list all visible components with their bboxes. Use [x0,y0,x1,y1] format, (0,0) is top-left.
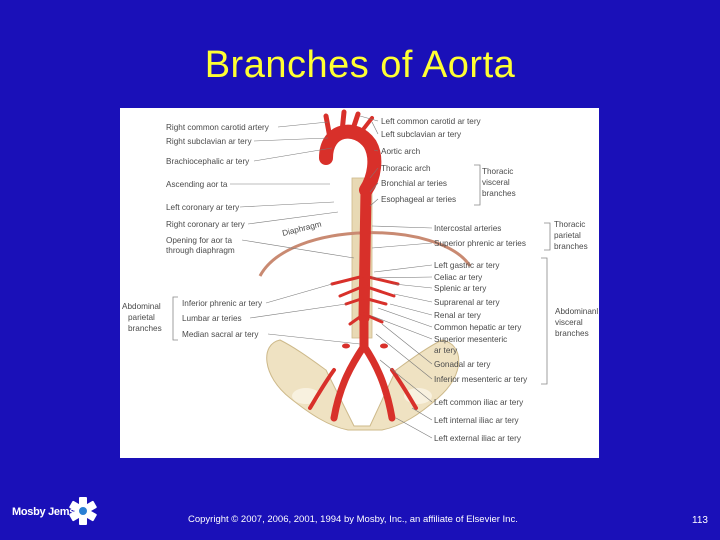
label-common-hepatic: Common hepatic ar tery [434,323,522,332]
mosby-jems-logo: Mosby Jems [12,494,102,530]
aorta-diagram: Right common carotid artery Right subcla… [122,109,598,443]
group-thoracic-parietal-1: Thoracic [554,220,585,229]
group-thoracic-parietal-2: parietal [554,231,581,240]
label-brachiocephalic: Brachiocephalic ar tery [166,157,250,166]
label-suprarenal: Suprarenal ar tery [434,298,500,307]
label-inferior-phrenic: Inferior phrenic ar tery [182,299,263,308]
label-through-diaphragm: through diaphragm [166,246,235,255]
slide-title: Branches of Aorta [204,44,516,86]
logo-text: Mosby Jems [12,506,76,518]
label-aortic-arch: Aortic arch [381,147,421,156]
label-right-subclavian: Right subclavian ar tery [166,137,252,146]
label-left-common-iliac: Left common iliac ar tery [434,398,524,407]
label-superior-mesenteric: Superior mesenteric [434,335,507,344]
group-thoracic-visceral-1: Thoracic [482,167,513,176]
label-left-coronary: Left coronary ar tery [166,203,240,212]
label-left-common-carotid: Left common carotid ar tery [381,117,482,126]
group-abdominal-visceral-3: branches [555,329,589,338]
left-labels: Right common carotid artery Right subcla… [166,123,270,255]
label-lumbar: Lumbar ar teries [182,314,242,323]
label-thoracic-arch: Thoracic arch [381,164,431,173]
page-number: 113 [692,515,708,526]
copyright-notice: Copyright © 2007, 2006, 2001, 1994 by Mo… [188,514,518,525]
star-of-life-icon [69,497,97,525]
group-abdominal-visceral-2: visceral [555,318,583,327]
group-abdominal-parietal-1: Abdominal [122,302,161,311]
leader-lines [230,115,433,439]
label-splenic: Splenic ar tery [434,284,487,293]
label-esophageal: Esophageal ar teries [381,195,456,204]
label-celiac: Celiac ar tery [434,273,483,282]
aorta-vessels [308,109,418,422]
group-abdominal-parietal-3: branches [128,324,162,333]
label-opening-for-aorta: Opening for aor ta [166,236,232,245]
label-diaphragm: Diaphragm [281,219,322,237]
label-inferior-mesenteric: Inferior mesenteric ar tery [434,375,528,384]
group-abdominal-visceral-1: Abdominanl [555,307,598,316]
label-left-gastric: Left gastric ar tery [434,261,500,270]
label-bronchial: Bronchial ar teries [381,179,447,188]
label-ascending-aorta: Ascending aor ta [166,180,228,189]
label-intercostal: Intercostal arteries [434,224,501,233]
pelvis-illustration [266,339,460,431]
aorta-illustration: Right common carotid artery Right subcla… [120,108,599,458]
group-thoracic-visceral-2: visceral [482,178,510,187]
label-renal: Renal ar tery [434,311,482,320]
label-right-common-carotid: Right common carotid artery [166,123,270,132]
label-median-sacral: Median sacral ar tery [182,330,259,339]
group-thoracic-visceral-3: branches [482,189,516,198]
label-left-subclavian: Left subclavian ar tery [381,130,462,139]
label-left-external-iliac: Left external iliac ar tery [434,434,522,443]
label-left-internal-iliac: Left internal iliac ar tery [434,416,520,425]
label-superior-phrenic: Superior phrenic ar teries [434,239,526,248]
label-superior-mesenteric-2: ar tery [434,346,458,355]
group-abdominal-parietal-2: parietal [128,313,155,322]
group-thoracic-parietal-3: branches [554,242,588,251]
label-right-coronary: Right coronary ar tery [166,220,246,229]
label-gonadal: Gonadal ar tery [434,360,491,369]
right-labels: Left common carotid ar tery Left subclav… [381,117,528,443]
